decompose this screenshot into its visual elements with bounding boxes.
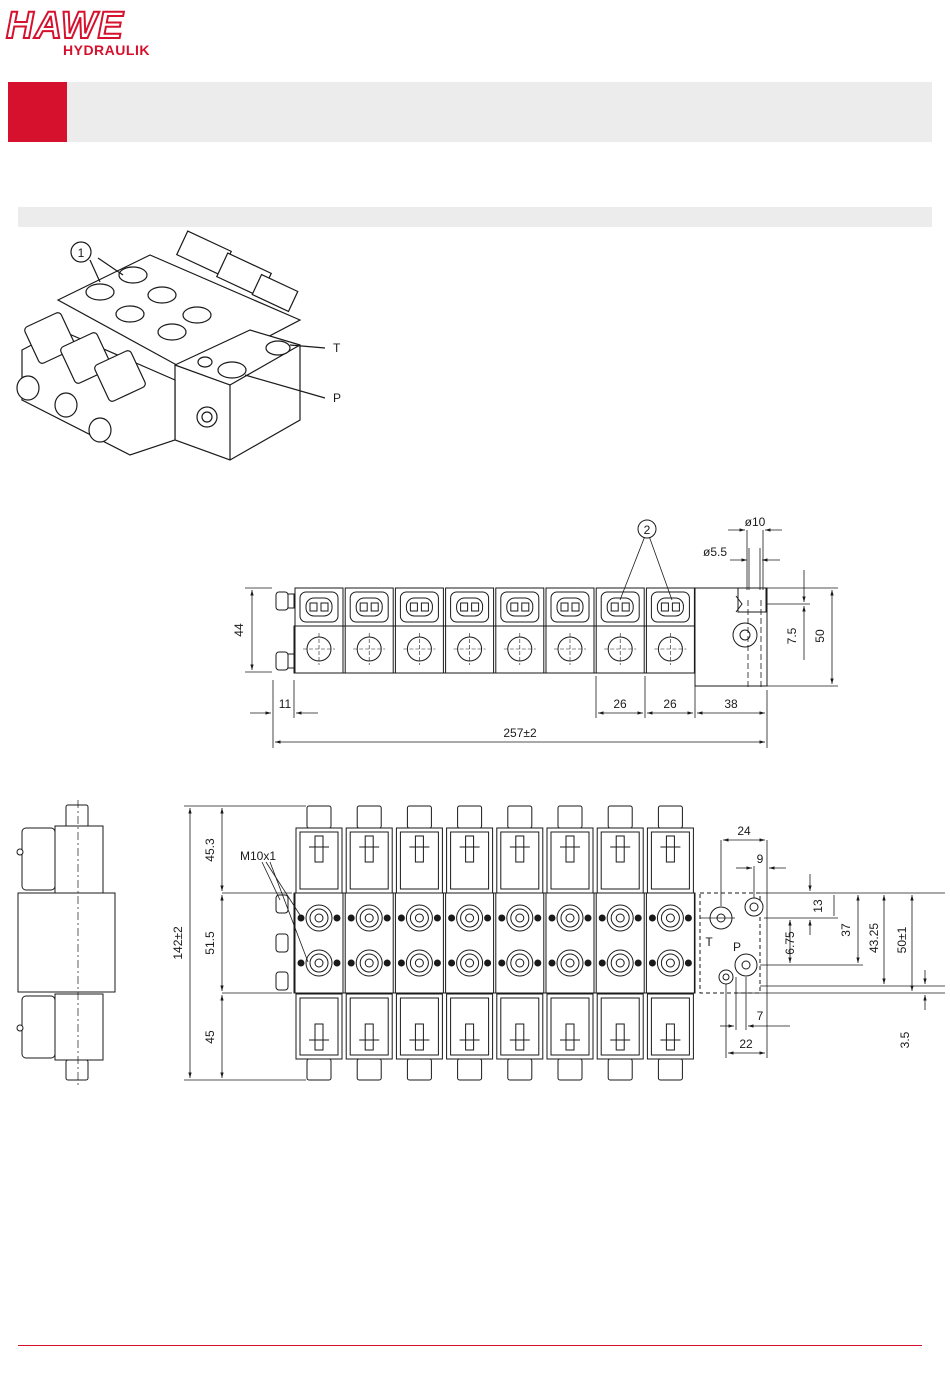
iso-callout-1: 1 [78, 246, 85, 260]
iso-port-p-label: P [333, 391, 341, 405]
plan-valve-section [395, 806, 443, 1080]
plan-dim-overall: 142±2 [171, 926, 185, 960]
plan-dim-bottom: 45 [203, 1030, 217, 1044]
front-dim-pitch-1: 26 [613, 697, 627, 711]
plan-dim-h35: 3.5 [898, 1031, 912, 1048]
plan-dim-w24: 24 [737, 824, 751, 838]
front-valve-section [446, 588, 494, 673]
plan-valve-section [345, 806, 393, 1080]
plan-dim-h37: 37 [839, 923, 853, 937]
front-callout-2: 2 [644, 523, 651, 537]
plan-dim-w7: 7 [757, 1009, 764, 1023]
plan-thread-label: M10x1 [240, 849, 276, 863]
iso-port-t-label: T [333, 341, 341, 355]
isometric-view [17, 231, 325, 460]
side-view [17, 805, 115, 1080]
plan-valve-section [546, 806, 594, 1080]
plan-dim-mid: 51.5 [203, 931, 217, 955]
front-dim-bore-small: ø5.5 [703, 545, 727, 559]
front-valve-section [546, 588, 594, 673]
plan-port-p-label: P [733, 940, 741, 954]
plan-valve-section [446, 806, 494, 1080]
plan-valve-section [295, 806, 343, 1080]
plan-dim-h13: 13 [811, 899, 825, 913]
plan-dim-w9: 9 [757, 852, 764, 866]
plan-valve-section [496, 806, 544, 1080]
front-valve-section [345, 588, 393, 673]
plan-dim-h50: 50±1 [895, 926, 909, 953]
front-dim-port-height: 7.5 [785, 627, 799, 644]
front-dim-block-height: 50 [813, 629, 827, 643]
front-dim-total: 257±2 [503, 726, 537, 740]
front-valve-section [596, 588, 644, 673]
footer-rule [18, 1345, 922, 1346]
plan-dim-h43: 43.25 [867, 923, 881, 953]
plan-dim-top: 45.3 [203, 838, 217, 862]
front-valve-section [395, 588, 443, 673]
front-dim-end: 38 [724, 697, 738, 711]
plan-port-t-label: T [705, 935, 713, 949]
front-dim-offset: 11 [279, 697, 292, 711]
front-dim-pitch-2: 26 [663, 697, 677, 711]
plan-dim-w22: 22 [739, 1037, 753, 1051]
front-dim-bore-large: ø10 [745, 515, 766, 529]
plan-valve-section [596, 806, 644, 1080]
front-dim-height: 44 [232, 623, 246, 637]
front-valve-section [295, 588, 343, 673]
plan-valve-section [646, 806, 694, 1080]
front-valve-section [496, 588, 544, 673]
plan-dim-h675: 6.75 [783, 931, 797, 955]
front-valve-section [646, 588, 694, 673]
